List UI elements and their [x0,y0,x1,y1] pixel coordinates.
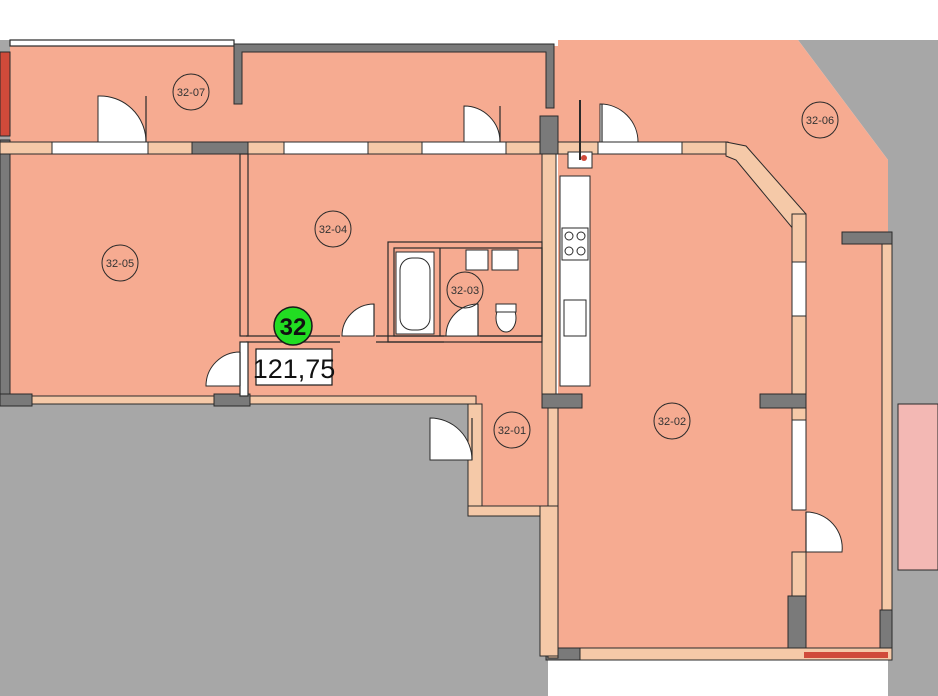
area-value: 121,75 [253,354,336,384]
toilet-tank [495,303,517,313]
wall-right-low [791,551,807,597]
window-4 [597,141,683,155]
hob-ring-1 [564,231,574,241]
room-label-32-06: 32-06 [806,115,834,127]
wall-lower-1 [0,393,33,407]
balcony-glazing [897,403,938,571]
room-label-32-01: 32-01 [498,425,526,437]
wall-32-05-32-04 [239,153,249,337]
hob-ring-4 [576,246,586,256]
wall-facade-4 [247,141,285,155]
window-bay [791,261,807,317]
wall-bay-vertical-1 [791,213,807,263]
pipe-red-dot [581,155,587,161]
wall-facade-2 [147,141,193,155]
window-3 [421,141,507,155]
wall-lower-2 [31,395,217,405]
window-1 [51,141,149,155]
hob-ring-2 [576,231,586,241]
room-labels: 32-07 32-06 32-04 32-05 32-03 32-01 32-0… [101,73,839,449]
window-2 [283,141,369,155]
kitchen-counter [559,175,591,387]
room-label-32-01-circle [493,411,531,449]
wall-facade-1 [0,141,53,155]
wall-lower-4 [249,395,477,405]
wall-bay-vertical-2 [791,315,807,395]
wall-hall-left [239,341,249,397]
window-right-lower [791,419,807,511]
bathtub-inner [399,257,431,331]
walls [0,39,893,661]
kitchen-sink [563,299,587,337]
room-label-32-05: 32-05 [106,258,134,270]
area-box [255,348,333,386]
room-label-32-02: 32-02 [658,416,686,428]
hob-ring-3 [564,246,574,256]
wall-entrance-bottom-ext [539,505,559,657]
column-mid [541,393,583,409]
column-right-1 [759,393,807,409]
door-balcony [805,511,843,553]
room-label-32-03-circle [446,271,484,309]
wall-facade-3 [191,141,249,155]
fixtures [395,100,593,387]
wall-bottom-red [804,652,888,658]
wall-top-niche [233,43,555,109]
door-32-02-top [599,103,639,143]
wall-partition-kitchen [541,153,557,399]
apartment-info: 32 121,75 [253,306,336,386]
room-label-32-05-circle [101,244,139,282]
wall-loggia-outer [881,243,893,657]
floor-32-01 [470,396,560,506]
room-label-32-02-circle [653,402,691,440]
room-label-32-06-circle [801,101,839,139]
room-label-32-04-circle [314,210,352,248]
floor-32-05 [10,146,246,398]
doors [97,95,843,553]
room-label-32-07: 32-07 [177,87,205,99]
wall-right-mid [791,407,807,421]
column-top [539,115,559,155]
wall-top-outer [9,39,235,47]
wall-loggia-cap [841,231,893,245]
wall-left-outer [0,139,11,405]
wall-right-top-2 [681,141,729,155]
sink-bath [491,249,519,271]
sink-wc [465,249,489,271]
column-right-2 [787,595,807,657]
apartment-number-badge [273,306,313,346]
wall-left-red [0,51,11,137]
apartment-number: 32 [280,314,307,341]
room-label-32-07-circle [172,73,210,111]
wall-facade-5 [367,141,423,155]
room-label-32-03: 32-03 [451,285,479,297]
room-label-32-04: 32-04 [319,224,347,236]
